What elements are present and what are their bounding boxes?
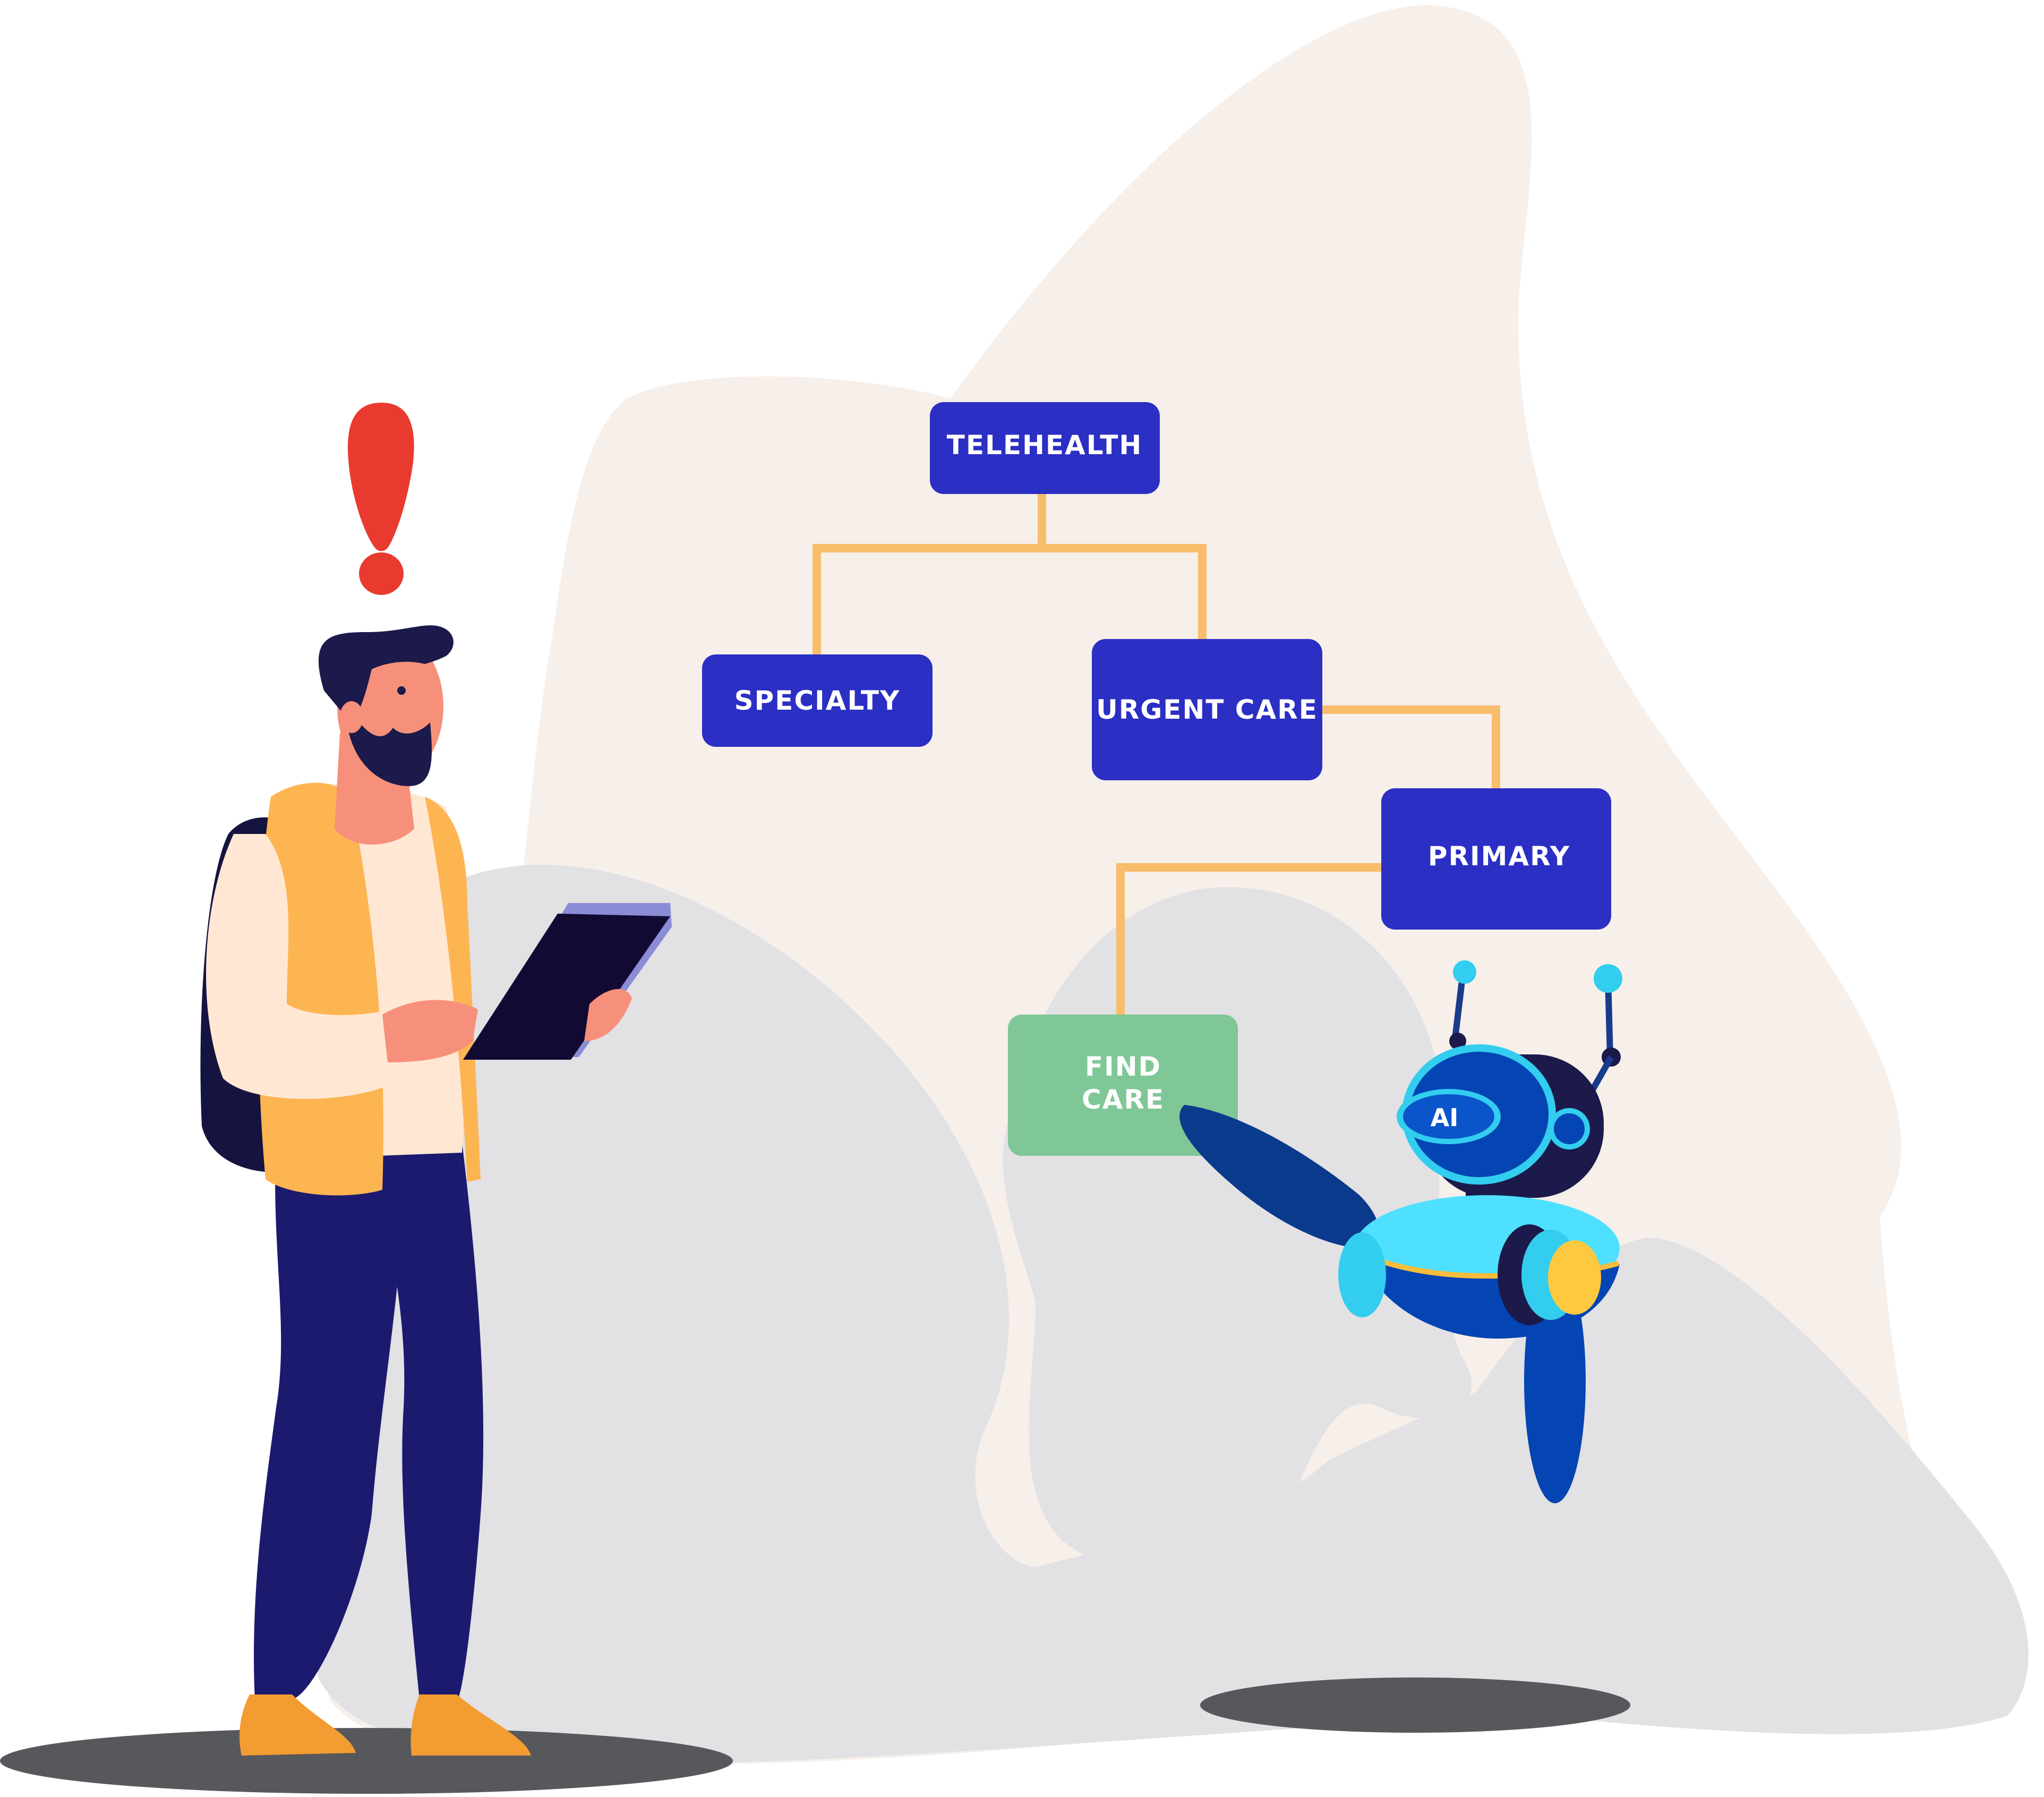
node-find-care-label-line1: FIND	[1085, 1051, 1161, 1082]
person	[200, 625, 672, 1756]
node-specialty: SPECIALTY	[702, 654, 933, 747]
node-primary-label: PRIMARY	[1428, 841, 1570, 872]
right-hand	[584, 989, 632, 1041]
background-shapes	[297, 5, 2029, 1765]
robot: AI	[1179, 960, 1622, 1503]
left-hand	[382, 1000, 478, 1062]
beard	[345, 701, 432, 786]
node-telehealth: TELEHEALTH	[930, 402, 1160, 494]
left-arm	[206, 834, 393, 1099]
connector-telehealth-specialty	[813, 494, 1046, 654]
right-shoe	[410, 1694, 531, 1756]
node-primary: PRIMARY	[1381, 788, 1611, 930]
connector-primary-findcare	[1116, 863, 1382, 1015]
connector-telehealth-urgentcare	[1042, 544, 1207, 639]
robot-shadow	[1200, 1677, 1630, 1733]
eye	[397, 686, 406, 695]
tablet-icon	[463, 903, 672, 1060]
connector-urgentcare-primary	[1321, 705, 1500, 788]
node-urgent-care-label: URGENT CARE	[1096, 694, 1318, 725]
node-telehealth-label: TELEHEALTH	[947, 430, 1143, 461]
ear	[340, 701, 363, 733]
node-find-care-label-line2: CARE	[1082, 1084, 1165, 1115]
grey-blob-left	[297, 865, 2029, 1765]
right-leg	[372, 1142, 484, 1700]
left-shoe	[239, 1694, 356, 1756]
left-leg	[254, 1142, 405, 1700]
hair	[318, 625, 454, 722]
connectors	[813, 494, 1500, 1015]
vest-right	[425, 797, 481, 1182]
exclamation-mark-icon	[347, 403, 414, 595]
person-shadow	[0, 1728, 733, 1794]
node-urgent-care: URGENT CARE	[1092, 639, 1322, 780]
robot-arm	[1179, 1105, 1379, 1248]
node-specialty-label: SPECIALTY	[734, 685, 901, 716]
robot-ear	[1549, 1108, 1590, 1149]
robot-badge: AI	[1431, 1103, 1459, 1132]
